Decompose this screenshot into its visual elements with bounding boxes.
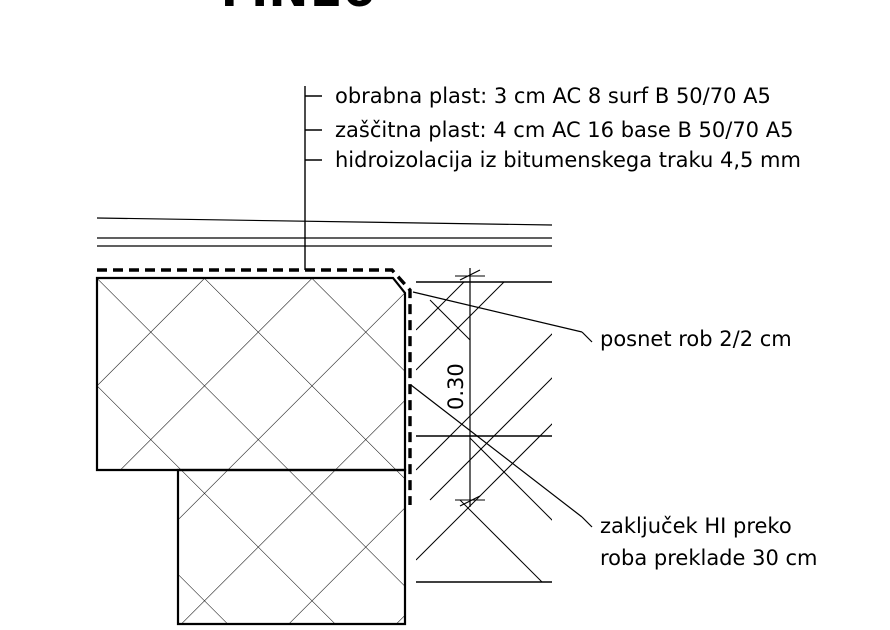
deck-slab: [95, 276, 407, 472]
termination-label-line1: zaključek HI preko: [600, 514, 792, 538]
layer-wearing-course: obrabna plast: 3 cm AC 8 surf B 50/70 A5: [335, 84, 771, 108]
dimension-tick: [459, 495, 481, 507]
title-partial: MN16: [221, 0, 376, 18]
waterproofing-membrane: [97, 268, 412, 505]
chamfer-leader-end: [581, 331, 593, 343]
termination-leader: [410, 384, 583, 518]
backfill-hatch: [416, 282, 552, 582]
chamfer-label: posnet rob 2/2 cm: [600, 327, 792, 351]
termination-label-line2: roba preklade 30 cm: [600, 546, 818, 570]
surface-layer-line: [96, 217, 553, 226]
layer-protective-course: zaščitna plast: 4 cm AC 16 base B 50/70 …: [335, 118, 793, 142]
dimension-tick: [459, 269, 481, 281]
termination-leader-end: [581, 516, 593, 528]
layer-waterproofing: hidroizolacija iz bitumenskega traku 4,5…: [335, 148, 801, 172]
chamfer-leader: [412, 291, 583, 333]
support-wall: [176, 468, 407, 626]
dimension-label: 0.30: [444, 363, 468, 410]
